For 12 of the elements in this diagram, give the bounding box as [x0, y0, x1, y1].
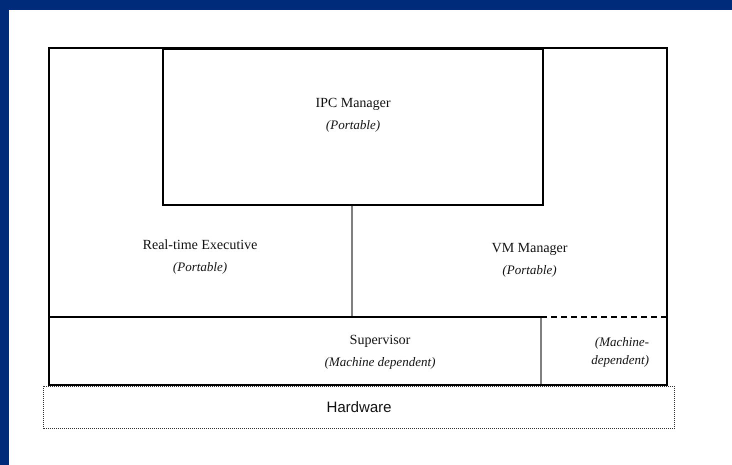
portability-note: (Portable) — [502, 260, 557, 278]
component-name: IPC Manager — [315, 94, 391, 112]
layer-label: Hardware — [326, 398, 392, 416]
component-name: VM Manager — [492, 240, 568, 258]
portability-note: (Machine dependent) — [324, 352, 436, 370]
portability-note: (Machine-dependent) — [590, 333, 649, 369]
portability-note: (Portable) — [172, 258, 228, 276]
component-name: Supervisor — [350, 332, 410, 350]
component-name: Real-time Executive — [142, 236, 258, 254]
portability-note: (Portable) — [326, 116, 380, 134]
component-box — [162, 48, 544, 206]
hardware-layer — [43, 386, 675, 429]
